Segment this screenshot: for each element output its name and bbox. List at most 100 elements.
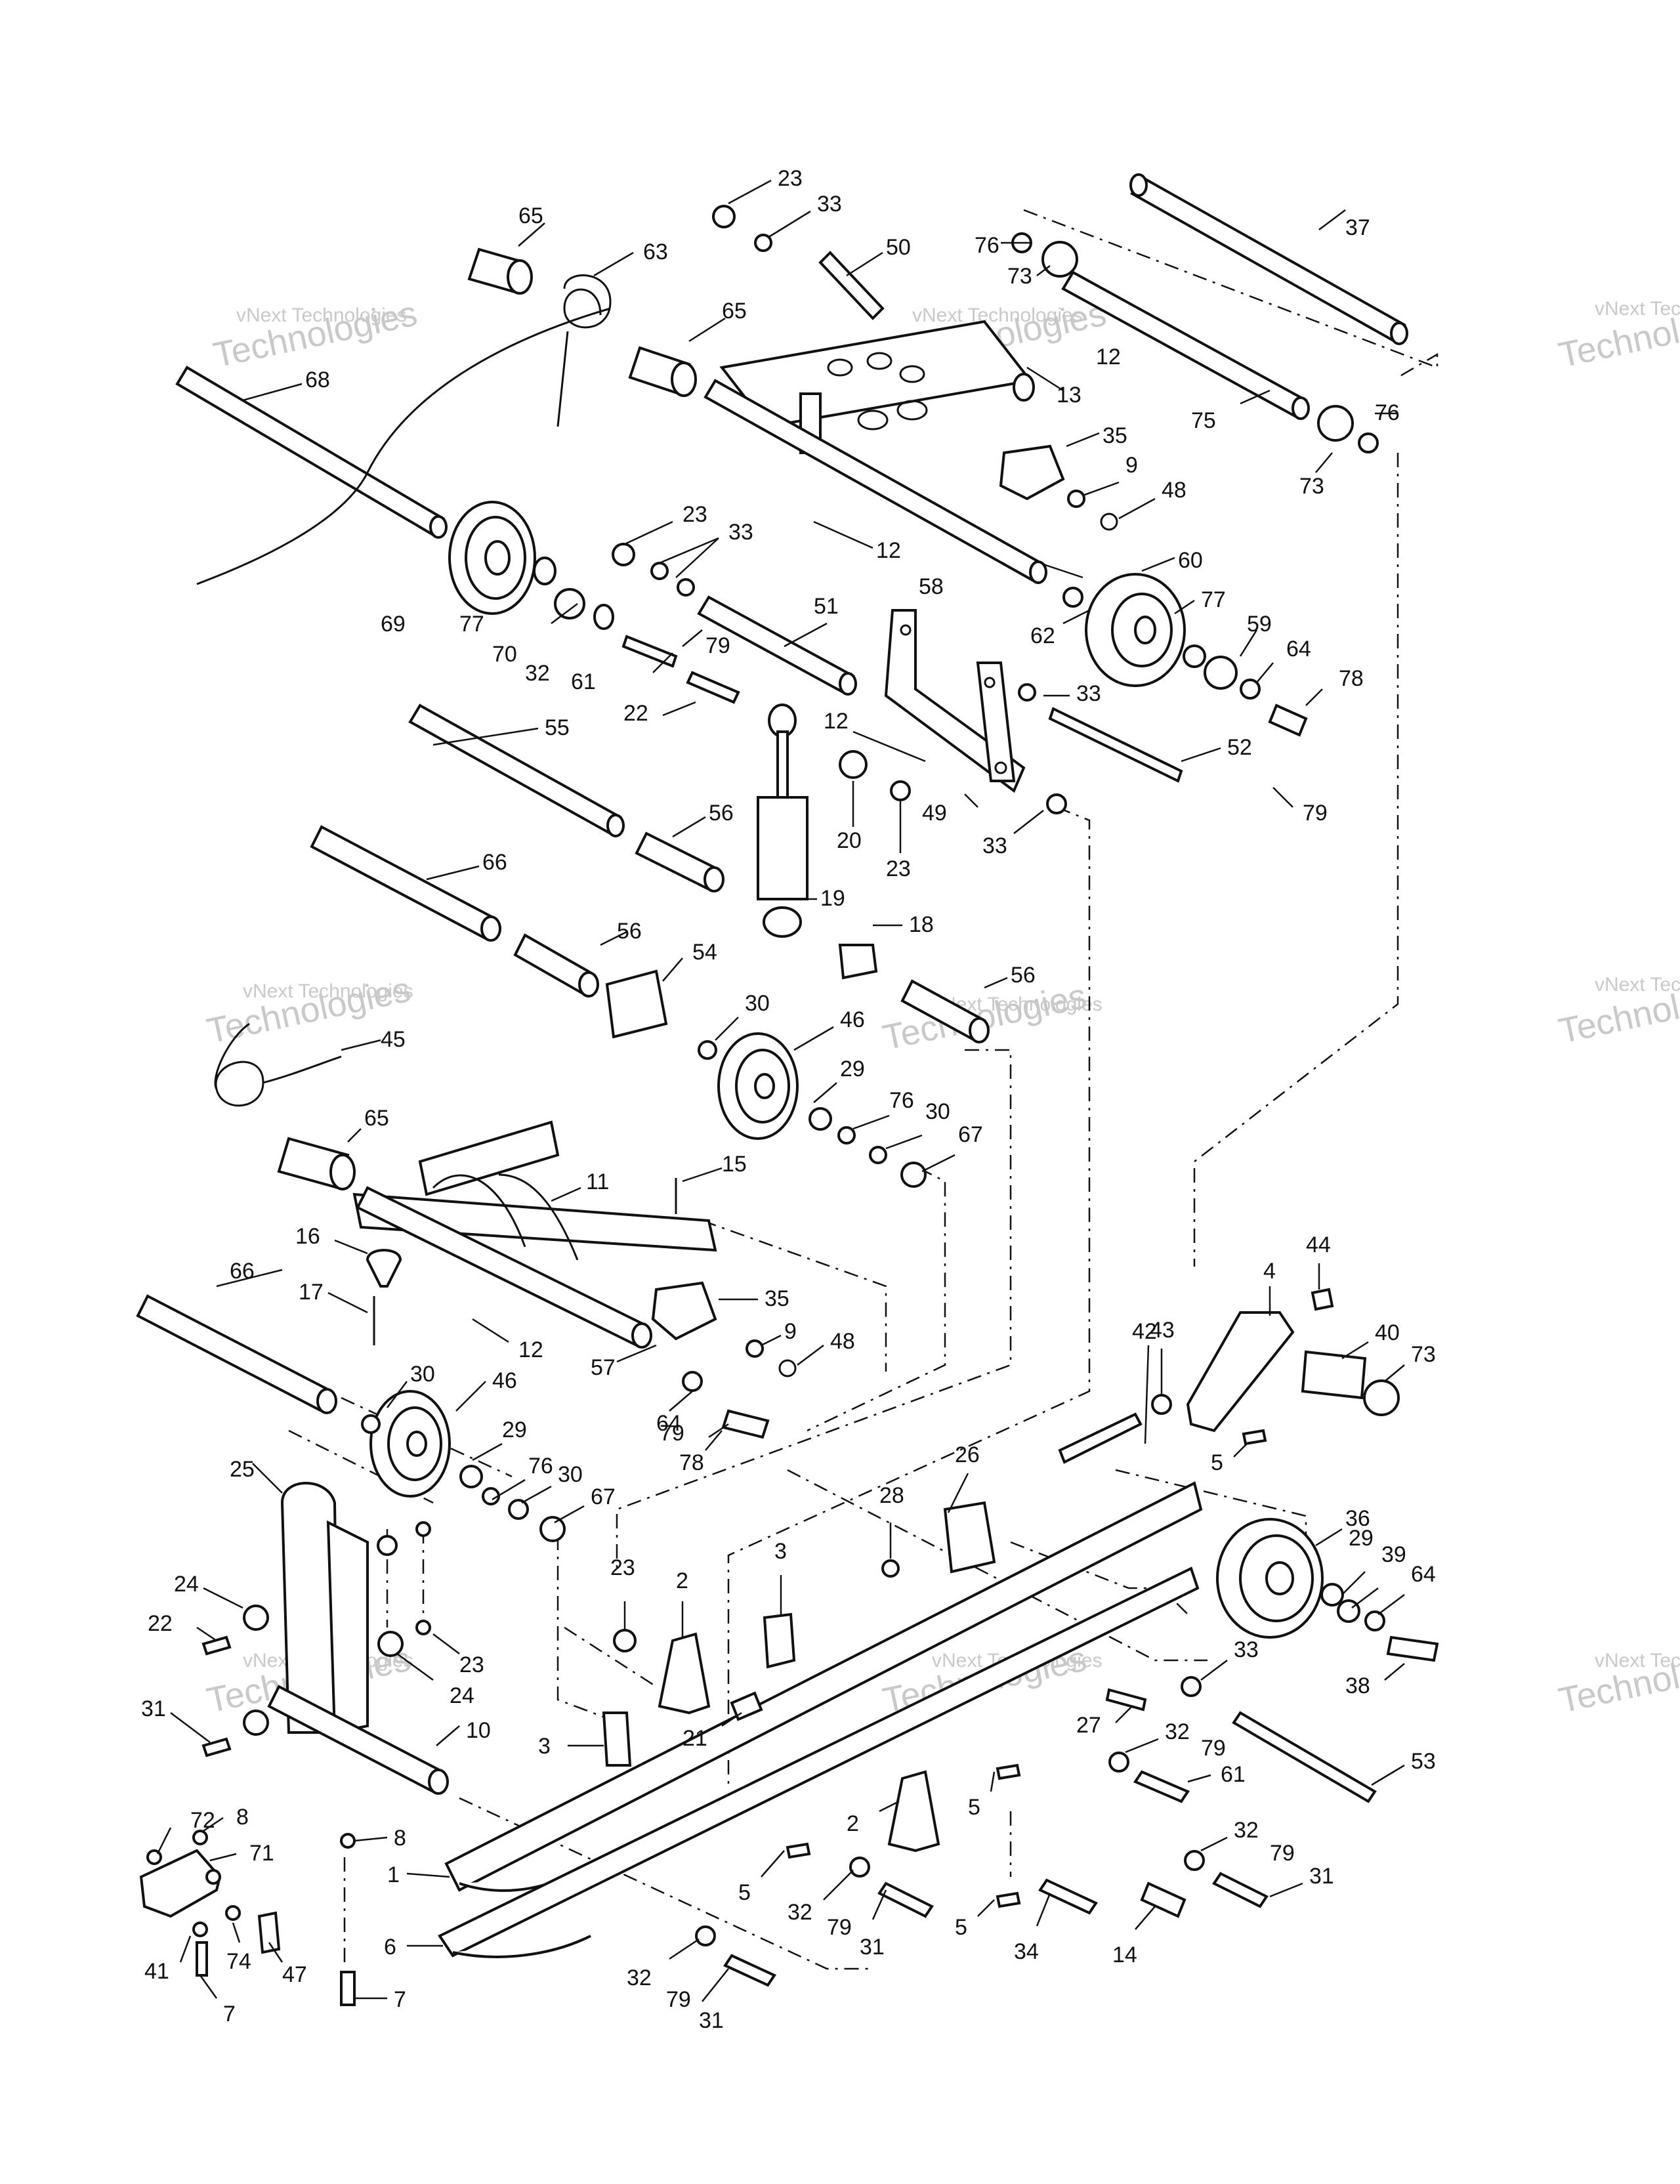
pin-50 xyxy=(818,251,885,320)
callout-label: 51 xyxy=(814,594,839,619)
callout-label: 70 xyxy=(492,642,517,667)
callout-label: 43 xyxy=(1150,1318,1175,1343)
shaft-66-top xyxy=(310,825,501,942)
callout-label: 32 xyxy=(788,1900,812,1925)
idler-wheel-60 xyxy=(1085,573,1186,687)
bushing-70 xyxy=(554,588,585,620)
callout-label: 23 xyxy=(778,166,803,191)
callout-label: 5 xyxy=(968,1795,980,1820)
shaft-37 xyxy=(1129,173,1408,345)
callout-label: 8 xyxy=(236,1805,249,1830)
callout-label: 25 xyxy=(230,1457,255,1482)
bolt-34 xyxy=(1038,1878,1098,1915)
callout-label: 73 xyxy=(1299,474,1324,499)
washer-33-right xyxy=(1018,683,1036,702)
callout-label: 38 xyxy=(1345,1673,1370,1698)
callout-label: 60 xyxy=(1178,548,1203,573)
callout-label: 41 xyxy=(144,1959,169,1984)
callout-label: 31 xyxy=(699,2008,724,2033)
callout-label: 47 xyxy=(282,1962,307,1987)
washer-32-c xyxy=(849,1857,870,1878)
bolt-31-bottom xyxy=(723,1954,776,1987)
washer-33-lower xyxy=(1046,793,1067,814)
callout-label: 62 xyxy=(1030,623,1055,648)
bushing-65-lower xyxy=(277,1137,356,1190)
nut-23-mid xyxy=(612,543,635,566)
callout-label: 33 xyxy=(728,520,753,545)
pin-14 xyxy=(1140,1881,1186,1918)
washer-73-top xyxy=(1041,241,1078,278)
washer-62 xyxy=(1062,587,1083,608)
callout-label: 1 xyxy=(387,1862,400,1887)
cam-35-top xyxy=(999,444,1065,501)
callout-label: 23 xyxy=(610,1555,635,1580)
washer-9-top xyxy=(1067,490,1085,508)
callout-label: 2 xyxy=(676,1568,688,1593)
wheel-36 xyxy=(1216,1518,1324,1639)
callout-label: 19 xyxy=(820,886,845,911)
bushing-40 xyxy=(1301,1350,1367,1400)
callout-label: 2 xyxy=(847,1811,859,1836)
bushing-56-a xyxy=(635,831,724,892)
slide-rail-1 xyxy=(444,1481,1203,1892)
callout-label: 54 xyxy=(692,940,717,965)
callout-label: 26 xyxy=(955,1442,980,1467)
callout-label: 31 xyxy=(860,1935,885,1960)
bolt-5-left xyxy=(786,1842,811,1859)
washer-24-a xyxy=(243,1605,269,1631)
callout-label: 78 xyxy=(679,1450,704,1475)
leader-lines xyxy=(156,179,1405,2002)
nut-28 xyxy=(881,1559,900,1578)
front-bracket-25 xyxy=(280,1482,369,1734)
bracket-49 xyxy=(884,609,1026,793)
washer-33-rail xyxy=(1181,1676,1202,1697)
callout-label: 48 xyxy=(830,1329,855,1354)
callout-label: 9 xyxy=(1125,453,1138,478)
callout-label: 64 xyxy=(656,1411,681,1436)
parts-layer xyxy=(136,173,1439,2006)
washer-64-right xyxy=(1364,1610,1385,1631)
callout-label: 55 xyxy=(545,715,570,740)
callout-label: 7 xyxy=(223,2002,236,2026)
bolt-38 xyxy=(1386,1635,1439,1662)
bolt-7-right xyxy=(340,1971,356,2006)
block-26 xyxy=(943,1501,996,1574)
bolt-5-bottom xyxy=(996,1891,1021,1908)
callout-label: 17 xyxy=(299,1280,324,1305)
callout-label: 58 xyxy=(919,574,944,599)
callout-label: 48 xyxy=(1162,478,1186,503)
callout-label: 46 xyxy=(840,1007,865,1032)
callout-label: 68 xyxy=(305,368,330,392)
washer-24-b xyxy=(377,1631,404,1657)
washer-30-b xyxy=(869,1146,887,1164)
nut-43 xyxy=(1151,1394,1172,1415)
slide-rail-6 xyxy=(438,1566,1200,1958)
bushing-56-b xyxy=(513,933,599,998)
washer-32-a xyxy=(1108,1752,1129,1773)
callout-label: 22 xyxy=(148,1611,173,1636)
washer-33-top xyxy=(754,234,772,252)
callout-label: 33 xyxy=(817,192,842,217)
shaft-66-lower xyxy=(136,1294,337,1414)
watermark-text: vNext Technologies xyxy=(236,304,407,326)
bolt-78-lower xyxy=(721,1409,770,1439)
callout-label: 27 xyxy=(1076,1713,1101,1738)
callout-label: 45 xyxy=(381,1027,406,1052)
callout-label: 29 xyxy=(840,1057,865,1082)
callout-label: 78 xyxy=(1339,666,1364,691)
bolt-31-left xyxy=(201,1737,232,1757)
washer-30-c xyxy=(361,1414,381,1434)
callout-label: 3 xyxy=(538,1734,551,1759)
bolt-53 xyxy=(1232,1711,1377,1803)
callout-label: 56 xyxy=(617,919,642,944)
callout-label: 65 xyxy=(518,203,543,228)
callout-label: 6 xyxy=(384,1935,396,1960)
callout-label: 29 xyxy=(502,1418,527,1442)
washer-33-mid-a xyxy=(650,562,669,580)
callout-label: 71 xyxy=(249,1841,274,1866)
ring-76-right xyxy=(1358,432,1379,453)
callout-label: 53 xyxy=(1411,1749,1436,1774)
bracket-4 xyxy=(1186,1311,1295,1433)
shaft-51 xyxy=(697,595,857,696)
